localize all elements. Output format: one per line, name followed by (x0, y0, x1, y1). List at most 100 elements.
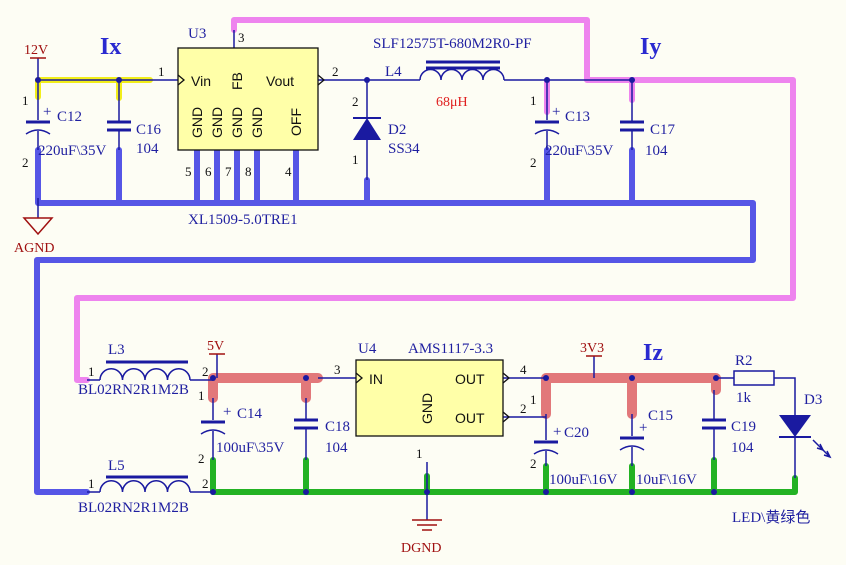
label-iy: Iy (640, 34, 661, 60)
diode-d2[interactable]: 2 1 D2 SS34 (352, 94, 420, 180)
u3-pin-gnd8: GND (249, 107, 265, 138)
r2-ref: R2 (735, 353, 753, 369)
inductor-l5[interactable]: L5 BL02RN2R1M2B 1 2 (78, 458, 209, 516)
u4-pin-in: IN (369, 371, 383, 387)
svg-text:1: 1 (530, 93, 537, 108)
svg-text:2: 2 (530, 456, 537, 471)
svg-text:6: 6 (205, 164, 212, 179)
svg-text:2: 2 (332, 64, 339, 79)
d2-ref: D2 (388, 122, 406, 138)
capacitor-c17[interactable]: C17 104 (620, 115, 676, 159)
svg-text:1: 1 (198, 388, 205, 403)
net-label-5v: 5V (207, 339, 224, 354)
capacitor-c15[interactable]: + C15 10uF\16V (619, 408, 697, 488)
label-ix: Ix (100, 34, 121, 60)
c15-value: 10uF\16V (636, 472, 697, 488)
l4-ref: L4 (385, 64, 402, 80)
c20-value: 100uF\16V (549, 472, 618, 488)
svg-text:4: 4 (285, 164, 292, 179)
svg-text:3: 3 (334, 362, 341, 377)
c17-value: 104 (645, 143, 668, 159)
u4-pin-out-1: OUT (455, 371, 485, 387)
u4-part: AMS1117-3.3 (408, 341, 493, 357)
net-label-dgnd: DGND (401, 541, 441, 556)
capacitor-c16[interactable]: C16 104 (107, 80, 162, 157)
svg-text:3: 3 (238, 30, 245, 45)
power-port-12v[interactable]: 12V (24, 43, 48, 80)
led-d3[interactable]: D3 LED\黄绿色 (732, 392, 832, 526)
r2-value: 1k (736, 390, 752, 406)
d3-part: LED\黄绿色 (732, 509, 810, 526)
l3-ref: L3 (108, 342, 125, 358)
svg-text:7: 7 (225, 164, 232, 179)
resistor-r2[interactable]: R2 1k (733, 353, 775, 406)
ground-symbol-agnd[interactable]: AGND (14, 217, 54, 256)
c14-plus: + (223, 404, 231, 420)
net-label-agnd: AGND (14, 241, 54, 256)
ic-u4[interactable]: U4 AMS1117-3.3 IN OUT OUT GND (355, 341, 511, 437)
c13-plus: + (552, 104, 560, 120)
junctions (35, 77, 719, 495)
svg-text:1: 1 (88, 364, 95, 379)
svg-text:5: 5 (185, 164, 192, 179)
svg-text:1: 1 (158, 64, 165, 79)
svg-text:4: 4 (520, 362, 527, 377)
u3-pin-off: OFF (288, 108, 304, 136)
u3-pin-gnd5: GND (189, 107, 205, 138)
c15-ref: C15 (648, 408, 673, 424)
c15-plus: + (639, 420, 647, 436)
svg-text:1: 1 (530, 392, 537, 407)
c12-plus: + (43, 104, 51, 120)
d2-part: SS34 (388, 141, 420, 157)
capacitor-c13[interactable]: 1 2 + C13 220uF\35V (530, 93, 614, 170)
inductor-l4[interactable]: L4 SLF12575T-680M2R0-PF 68μH (373, 36, 532, 110)
svg-text:2: 2 (520, 401, 527, 416)
power-port-5v[interactable]: 5V (207, 339, 225, 378)
svg-text:8: 8 (245, 164, 252, 179)
c18-ref: C18 (325, 419, 350, 435)
svg-text:1: 1 (88, 476, 95, 491)
u3-part: XL1509-5.0TRE1 (188, 212, 298, 228)
label-iz: Iz (643, 340, 663, 366)
net-label-12v: 12V (24, 43, 48, 58)
net-highlight-ix (35, 77, 153, 101)
net-highlight-gnd (34, 147, 756, 495)
net-highlight-dgnd (210, 457, 798, 495)
c14-ref: C14 (237, 406, 263, 422)
svg-text:1: 1 (416, 446, 423, 461)
svg-text:2: 2 (352, 94, 359, 109)
c16-value: 104 (136, 141, 159, 157)
ic-u3[interactable]: U3 XL1509-5.0TRE1 Vin Vout FB GND GND GN… (177, 26, 326, 228)
capacitor-c12[interactable]: 1 2 + C12 220uF\35V (22, 80, 107, 170)
inductor-l3[interactable]: L3 BL02RN2R1M2B 1 2 (78, 342, 209, 398)
c14-value: 100uF\35V (216, 440, 285, 456)
capacitor-c14[interactable]: 1 2 + C14 100uF\35V (198, 388, 285, 466)
svg-text:2: 2 (530, 155, 537, 170)
l5-ref: L5 (108, 458, 125, 474)
c13-value: 220uF\35V (545, 143, 614, 159)
u3-ref: U3 (188, 26, 206, 42)
capacitor-c20[interactable]: 1 2 + C20 100uF\16V (530, 392, 618, 488)
u3-pin-gnd6: GND (209, 107, 225, 138)
l5-part: BL02RN2R1M2B (78, 500, 189, 516)
net-label-3v3: 3V3 (580, 341, 604, 356)
svg-text:2: 2 (202, 476, 209, 491)
capacitor-c19[interactable]: C19 104 (702, 390, 756, 460)
c19-value: 104 (731, 440, 754, 456)
u3-pin-numbers: 1 2 3 5 6 7 8 4 (158, 30, 339, 179)
c16-ref: C16 (136, 122, 162, 138)
power-port-3v3[interactable]: 3V3 (580, 341, 604, 378)
svg-text:2: 2 (202, 364, 209, 379)
l4-value: 68μH (436, 95, 468, 110)
c20-plus: + (553, 424, 561, 440)
d3-ref: D3 (804, 392, 822, 408)
ground-symbol-dgnd[interactable]: DGND (401, 519, 442, 556)
svg-text:1: 1 (352, 152, 359, 167)
c18-value: 104 (325, 440, 348, 456)
c12-value: 220uF\35V (38, 143, 107, 159)
net-highlight-5v (208, 373, 323, 403)
capacitor-c18[interactable]: C18 104 (294, 398, 350, 460)
u3-pin-vin: Vin (191, 73, 211, 89)
l3-part: BL02RN2R1M2B (78, 382, 189, 398)
